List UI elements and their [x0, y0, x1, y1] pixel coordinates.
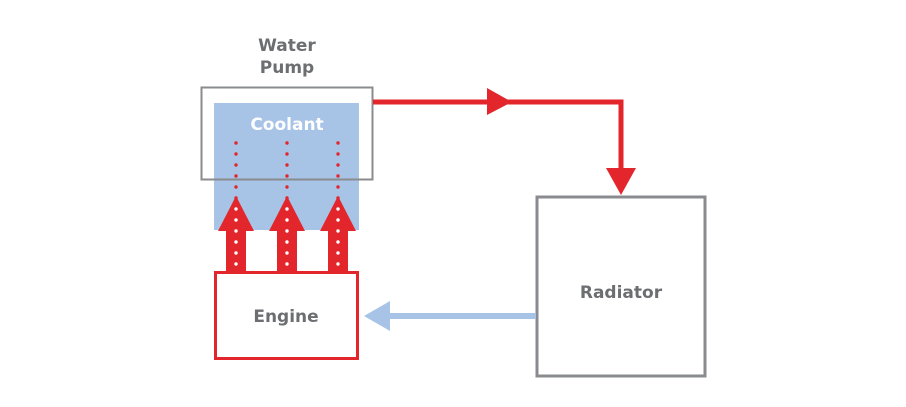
- heat-dot: [285, 163, 289, 167]
- heat-arrow: [320, 196, 356, 274]
- heat-dot: [285, 185, 289, 189]
- engine-box: [214, 271, 359, 360]
- heat-dot: [336, 251, 340, 255]
- heat-dot: [285, 262, 289, 266]
- heat-dot: [336, 196, 340, 200]
- hot-flow-pipe: [373, 88, 636, 195]
- heat-dot: [285, 174, 289, 178]
- heat-dot: [234, 152, 238, 156]
- flow-arrow-right-icon: [487, 88, 512, 115]
- flow-arrow-left-icon: [364, 301, 390, 331]
- heat-dot: [234, 251, 238, 255]
- radiator-label: Radiator: [580, 283, 663, 303]
- heat-dot: [336, 240, 340, 244]
- heat-dot: [336, 152, 340, 156]
- heat-dot: [234, 163, 238, 167]
- heat-dot: [234, 207, 238, 211]
- heat-dot: [234, 240, 238, 244]
- cold-flow-pipe: [364, 301, 536, 331]
- heat-dot: [285, 240, 289, 244]
- hot-pipe-line: [373, 99, 624, 172]
- heat-dot: [234, 218, 238, 222]
- heat-dot: [285, 196, 289, 200]
- heat-dot: [285, 152, 289, 156]
- heat-dot: [234, 196, 238, 200]
- heat-dot: [285, 218, 289, 222]
- heat-dot: [285, 229, 289, 233]
- heat-dot: [234, 229, 238, 233]
- heat-arrow: [218, 196, 254, 274]
- heat-arrow: [269, 196, 305, 274]
- heat-dot: [336, 207, 340, 211]
- heat-dot: [336, 218, 340, 222]
- water-pump-label-line1: Water: [258, 36, 316, 56]
- heat-dot: [336, 174, 340, 178]
- flow-arrow-down-icon: [606, 168, 636, 195]
- heat-dot: [285, 207, 289, 211]
- heat-dot: [285, 141, 289, 145]
- water-pump-box: [200, 86, 374, 181]
- engine-label: Engine: [253, 307, 318, 327]
- heat-dot: [234, 141, 238, 145]
- heat-dot: [336, 185, 340, 189]
- radiator-box: [535, 195, 707, 378]
- heat-dot: [336, 262, 340, 266]
- coolant-label: Coolant: [250, 115, 323, 135]
- heat-dot: [234, 262, 238, 266]
- heat-dot: [336, 163, 340, 167]
- heat-dotted-lines: [234, 141, 340, 266]
- heat-dot: [336, 229, 340, 233]
- heat-dot: [285, 251, 289, 255]
- heat-dot: [234, 174, 238, 178]
- water-pump-label-line2: Pump: [260, 58, 314, 78]
- heat-arrows: [218, 196, 356, 274]
- heat-dot: [234, 185, 238, 189]
- heat-dot: [336, 141, 340, 145]
